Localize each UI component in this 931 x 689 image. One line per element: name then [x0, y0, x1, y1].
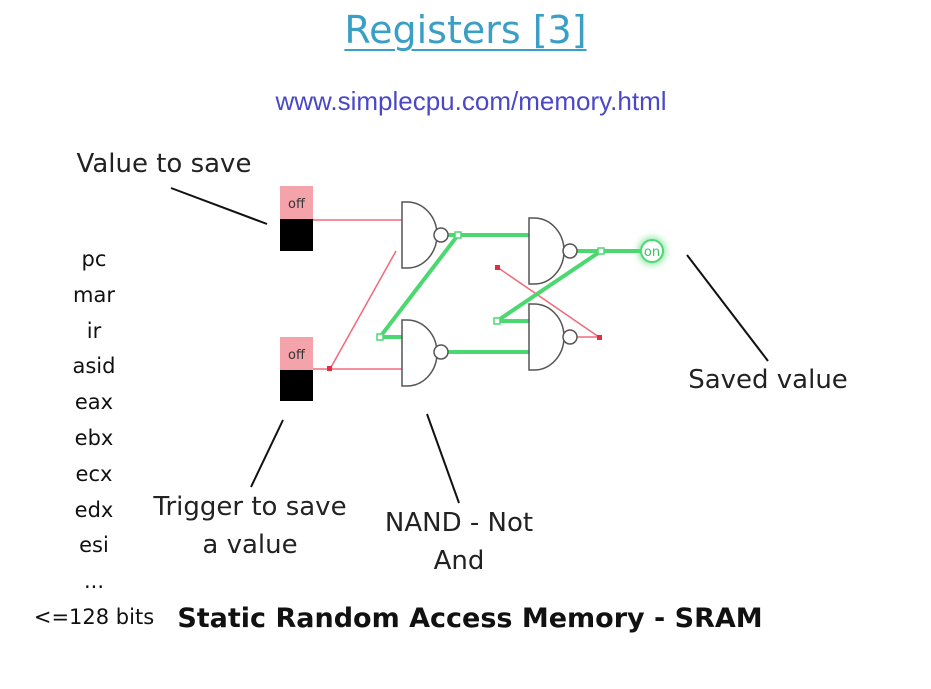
nand-gate-1 — [401, 201, 449, 269]
output-indicator-label: on — [644, 245, 660, 260]
register-item: ... — [83, 569, 105, 594]
register-item: edx — [74, 497, 114, 522]
nand-gate-3 — [528, 217, 578, 285]
register-item: pc — [81, 247, 107, 271]
register-list: pc mar ir asid eax ebx ecx edx esi... <=128 bits — [24, 242, 164, 636]
nand-gate-2 — [401, 319, 449, 387]
label-trigger-line2: a value — [202, 530, 298, 560]
junction-node — [493, 317, 501, 325]
junction-node — [495, 265, 500, 270]
label-saved-value: Saved value — [688, 365, 848, 395]
junction-node — [454, 231, 462, 239]
register-item: ebx — [74, 425, 114, 450]
junction-node — [376, 333, 384, 341]
register-item: esi — [79, 533, 109, 558]
register-item: ecx — [75, 461, 113, 486]
junction-node — [597, 247, 605, 255]
label-nand: NAND - Not And — [370, 504, 548, 580]
input-switch-value-label: off — [288, 197, 306, 212]
label-trigger-line1: Trigger to save — [153, 492, 347, 522]
output-indicator: on — [639, 238, 665, 264]
input-switch-trigger[interactable]: off — [280, 337, 313, 401]
slide-title: Registers [3] — [344, 8, 587, 52]
register-item: eax — [74, 390, 114, 415]
source-url[interactable]: www.simplecpu.com/memory.html — [275, 86, 667, 116]
register-item: mar — [73, 282, 115, 307]
label-nand-line2: And — [433, 546, 485, 576]
pointer-trigger — [250, 419, 284, 488]
junction-node — [597, 335, 602, 340]
label-value-to-save: Value to save — [76, 149, 252, 179]
diagram-caption: Static Random Access Memory - SRAM — [177, 603, 763, 634]
label-nand-line1: NAND - Not — [384, 508, 534, 538]
label-trigger: Trigger to save a value — [150, 488, 350, 564]
register-item: ir — [86, 318, 102, 343]
pointer-saved-value — [686, 254, 769, 362]
input-switch-trigger-label: off — [288, 348, 306, 363]
nand-gate-4 — [528, 303, 578, 371]
register-item: asid — [72, 354, 116, 379]
register-item: <=128 bits — [33, 604, 155, 629]
pointer-nand — [426, 413, 460, 504]
wires-off — [313, 219, 600, 370]
pointer-value-to-save — [170, 187, 268, 225]
junction-node — [327, 366, 332, 371]
input-switch-value[interactable]: off — [280, 186, 313, 251]
